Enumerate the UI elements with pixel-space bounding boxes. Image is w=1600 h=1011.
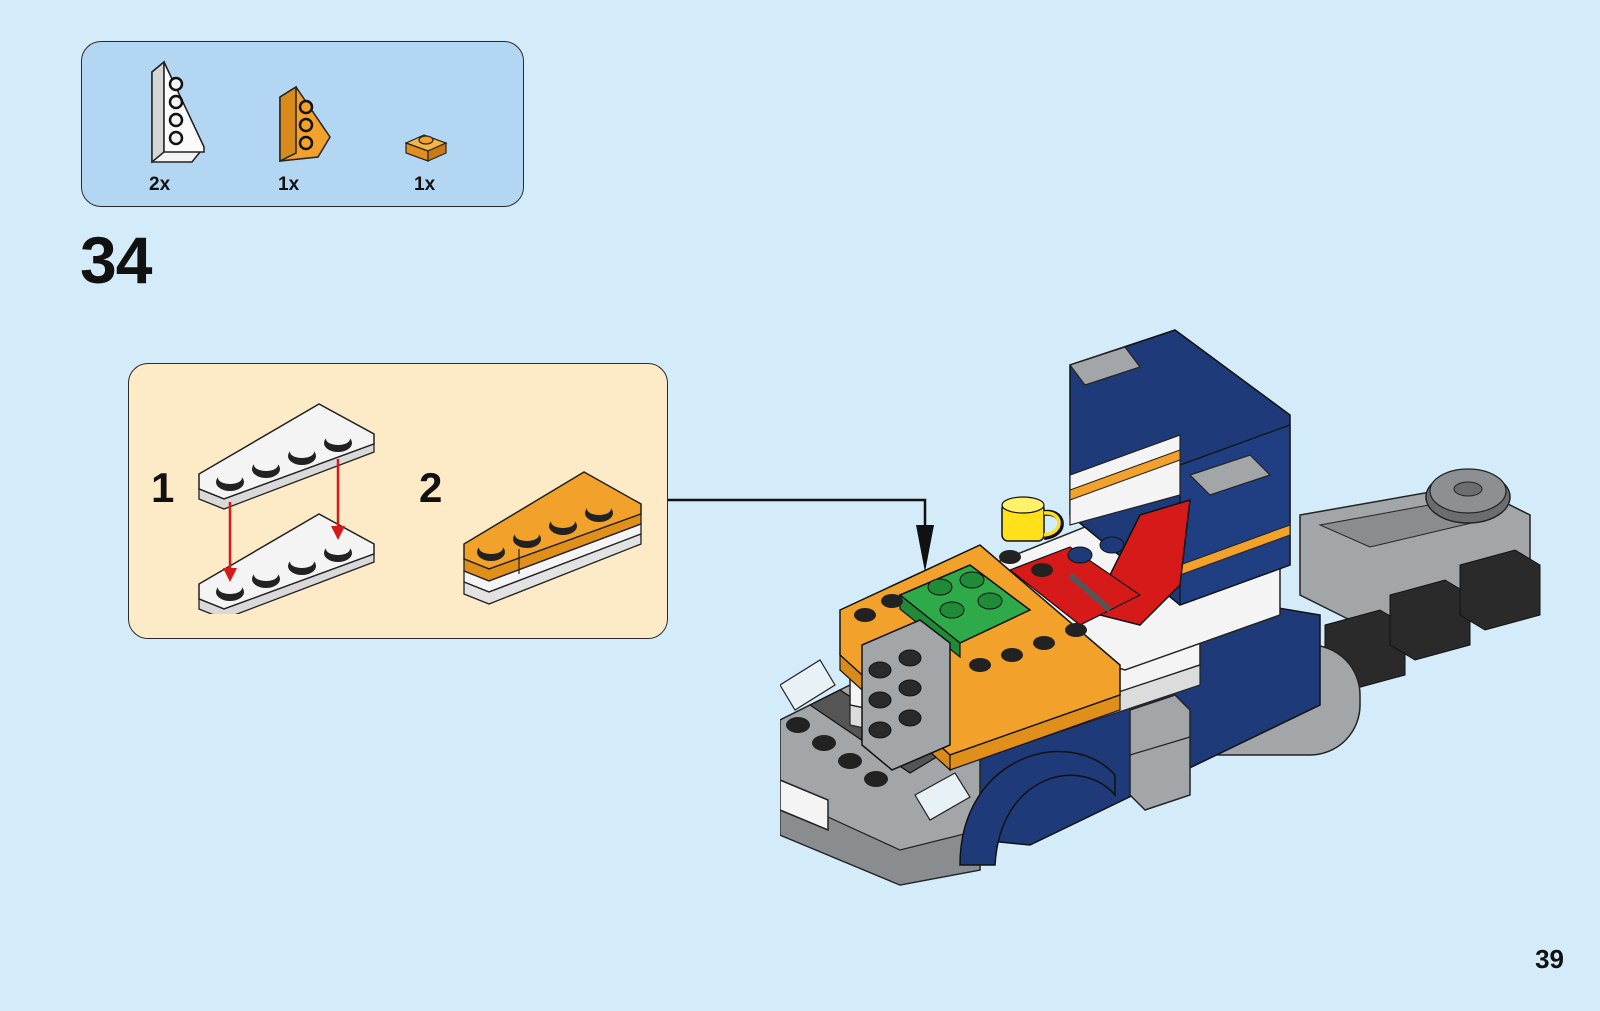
orange-plate-1x1-icon (402, 127, 452, 167)
part-quantity: 1x (414, 174, 435, 196)
page-number: 39 (1535, 944, 1564, 975)
parts-list-box: 2x 1x 1x (81, 41, 524, 207)
truck-model-illustration (780, 325, 1570, 895)
step-number: 34 (80, 222, 151, 298)
part-quantity: 1x (278, 174, 299, 196)
white-wedge-plate-icon (144, 52, 214, 172)
sub-assembly-box: 1 2 (128, 363, 668, 639)
part-quantity: 2x (149, 174, 170, 196)
orange-wedge-plate-icon (272, 77, 342, 172)
sub-step-2-illustration (459, 464, 654, 614)
sub-step-1-illustration (194, 384, 394, 614)
sub-step-number: 1 (151, 464, 174, 512)
sub-step-number: 2 (419, 464, 442, 512)
